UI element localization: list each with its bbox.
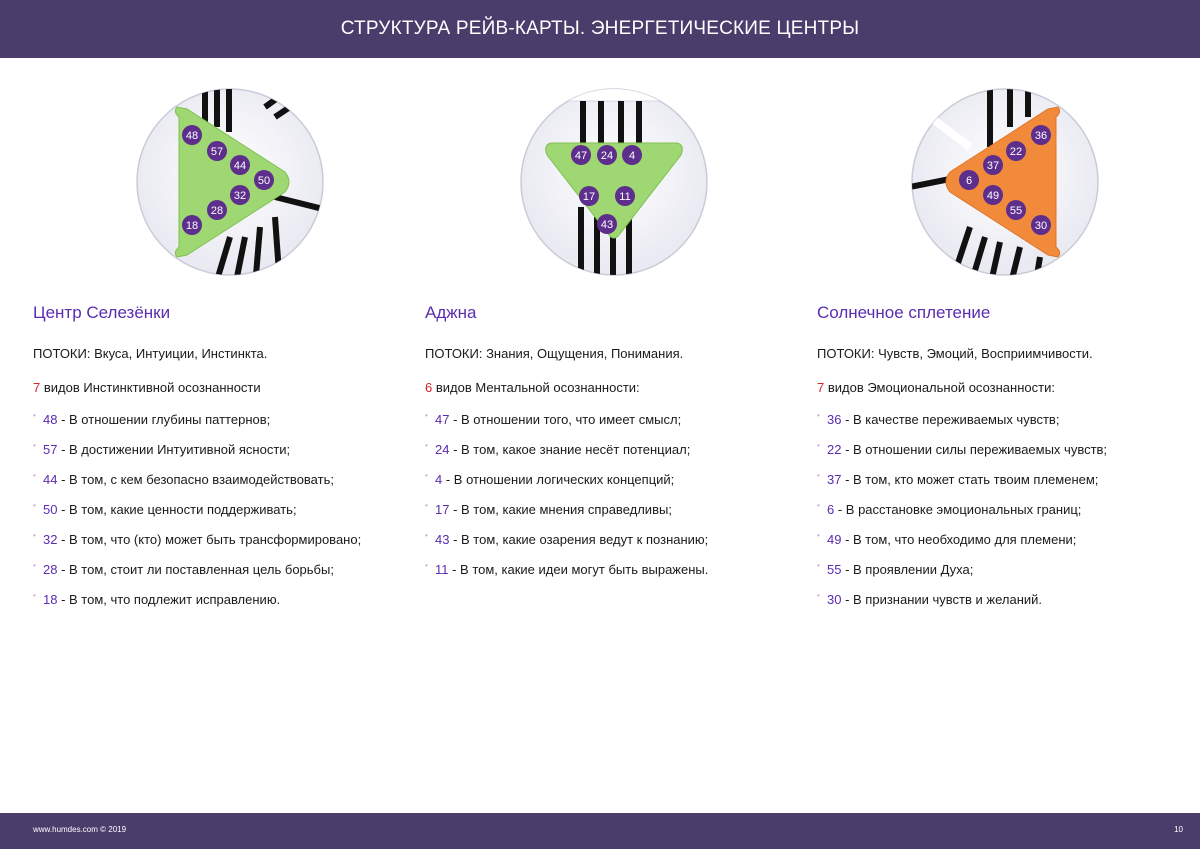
list-item: •17 - В том, какие мнения справедливы; [425,501,672,517]
kinds-text: видов Инстинктивной осознанности [40,380,261,395]
list-item: •28 - В том, стоит ли поставленная цель … [33,561,334,577]
gate-label: 48 [186,130,198,142]
list-item: •43 - В том, какие озарения ведут к позн… [425,531,709,547]
spleen-center-emblem: 48 57 44 50 32 28 18 [135,87,325,277]
gate-label: 17 [583,191,595,203]
list-item: •55 - В проявлении Духа; [817,561,974,577]
gate-list: •36 - В качестве переживаемых чувств; •2… [817,408,1177,618]
center-title: Солнечное сплетение [817,303,991,322]
list-item: •36 - В качестве переживаемых чувств; [817,411,1060,427]
list-item: •50 - В том, какие ценности поддерживать… [33,501,297,517]
list-item: •49 - В том, что необходимо для племени; [817,531,1077,547]
list-item: •24 - В том, какое знание несёт потенциа… [425,441,691,457]
list-item: •11 - В том, какие идеи могут быть выраж… [425,561,709,577]
gate-label: 22 [1010,146,1022,158]
gate-label: 32 [234,190,246,202]
gate-label: 11 [619,191,630,203]
page-title: СТРУКТУРА РЕЙВ-КАРТЫ. ЭНЕРГЕТИЧЕСКИЕ ЦЕН… [340,18,860,39]
page-header: СТРУКТУРА РЕЙВ-КАРТЫ. ЭНЕРГЕТИЧЕСКИЕ ЦЕН… [0,0,1200,58]
gate-label: 43 [601,219,613,231]
page-footer: www.humdes.com © 2019 10 [0,813,1200,849]
kinds-count: 7 [817,380,825,395]
footer-site: www.humdes.com © 2019 [33,825,127,834]
center-flows: ПОТОКИ: Знания, Ощущения, Понимания. [425,346,684,361]
list-item: •18 - В том, что подлежит исправлению. [33,591,281,607]
list-item: •22 - В отношении силы переживаемых чувс… [817,441,1108,457]
kinds-text: видов Эмоциональной осознанности: [824,380,1055,395]
solar-plexus-center-emblem: 36 22 37 6 49 55 30 [910,87,1100,277]
kinds-count: 6 [425,380,433,395]
gate-label: 44 [234,160,246,172]
gate-badges [182,125,274,235]
page-number: 10 [1174,825,1183,834]
center-kinds: 7 видов Эмоциональной осознанности: [817,380,1055,395]
gate-list: •48 - В отношении глубины паттернов; •57… [33,408,393,618]
gate-label: 28 [211,205,223,217]
center-kinds: 7 видов Инстинктивной осознанности [33,380,261,395]
list-item: •6 - В расстановке эмоциональных границ; [817,501,1082,517]
gate-label: 47 [575,150,587,162]
kinds-text: видов Ментальной осознанности: [432,380,640,395]
gate-label: 37 [987,160,999,172]
list-item: •32 - В том, что (кто) может быть трансф… [33,531,362,547]
center-kinds: 6 видов Ментальной осознанности: [425,380,640,395]
list-item: •44 - В том, с кем безопасно взаимодейст… [33,471,334,487]
list-item: •47 - В отношении того, что имеет смысл; [425,411,682,427]
gate-label: 24 [601,150,613,162]
gate-label: 57 [211,146,223,158]
center-title: Аджна [425,303,477,322]
gate-label: 50 [258,175,270,187]
list-item: •48 - В отношении глубины паттернов; [33,411,271,427]
gate-label: 6 [966,175,972,187]
gate-label: 18 [186,220,198,232]
gate-label: 36 [1035,130,1047,142]
list-item: •30 - В признании чувств и желаний. [817,591,1043,607]
gate-label: 49 [987,190,999,202]
gate-list: •47 - В отношении того, что имеет смысл;… [425,408,785,588]
center-title: Центр Селезёнки [33,303,171,322]
center-flows: ПОТОКИ: Чувств, Эмоций, Восприимчивости. [817,346,1093,361]
list-item: •37 - В том, кто может стать твоим племе… [817,471,1099,487]
center-flows: ПОТОКИ: Вкуса, Интуиции, Инстинкта. [33,346,268,361]
gate-label: 30 [1035,220,1047,232]
ajna-center-emblem: 47 24 4 17 11 43 [519,87,709,277]
list-item: •57 - В достижении Интуитивной ясности; [33,441,291,457]
gate-label: 55 [1010,205,1022,217]
list-item: •4 - В отношении логических концепций; [425,471,675,487]
kinds-count: 7 [33,380,41,395]
gate-label: 4 [629,150,635,162]
